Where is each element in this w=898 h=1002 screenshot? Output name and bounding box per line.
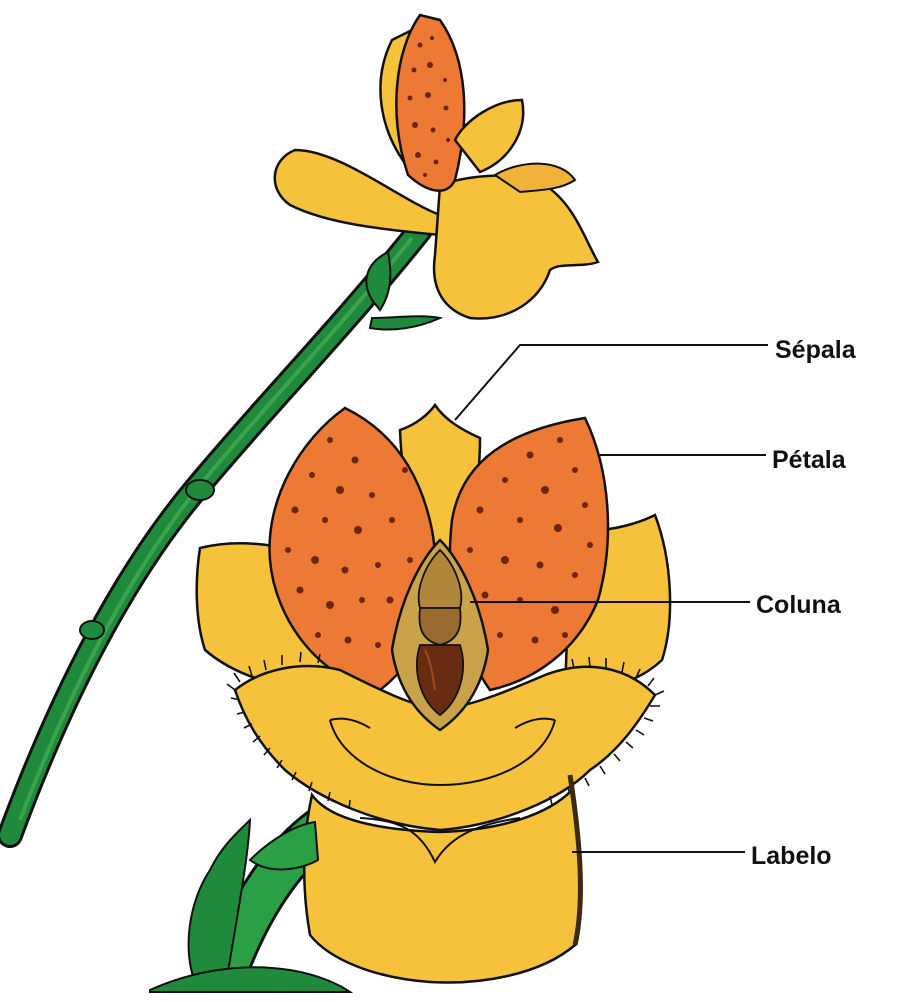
label-coluna: Coluna xyxy=(756,591,841,620)
label-petala: Pétala xyxy=(772,446,846,475)
label-labelo: Labelo xyxy=(751,842,832,871)
label-sepala: Sépala xyxy=(775,336,856,365)
leader-sepala xyxy=(455,345,768,420)
side-view-flower xyxy=(275,15,598,318)
